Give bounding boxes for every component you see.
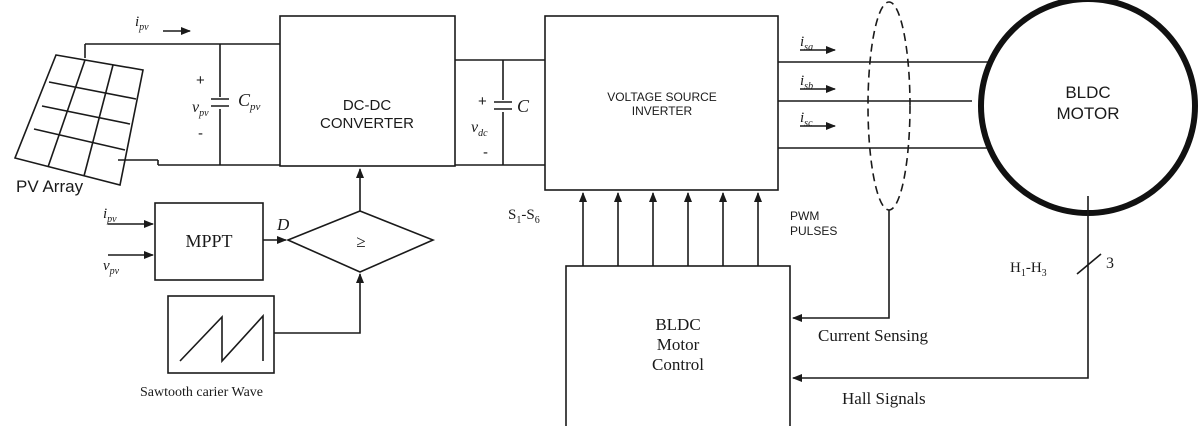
carrier-to-comparator-arrow xyxy=(274,273,364,334)
switches-label: S1-S6 xyxy=(508,207,540,226)
isb-label: isb xyxy=(800,73,813,92)
cpv-capacitor xyxy=(210,97,230,109)
control-title-line1: BLDC xyxy=(655,315,700,334)
hall-bus-slash xyxy=(1076,253,1102,275)
motor-title-line2: MOTOR xyxy=(1057,104,1120,123)
voltage-source-inverter-block xyxy=(544,15,779,191)
dc-link-cap-label: C xyxy=(517,96,530,116)
hall-signals-label: Hall Signals xyxy=(842,389,926,408)
sawtooth-wave xyxy=(179,313,264,364)
mppt-title: MPPT xyxy=(185,231,232,251)
motor-title-line1: BLDC xyxy=(1065,83,1110,102)
isc-label: isc xyxy=(800,110,813,129)
vsi-title-line2: INVERTER xyxy=(632,104,693,118)
cpv-label: Cpv xyxy=(238,90,261,113)
duty-label: D xyxy=(276,215,290,234)
dc-dc-title-line2: CONVERTER xyxy=(320,115,414,132)
dc-dc-title-line1: DC-DC xyxy=(343,97,391,114)
sawtooth-carrier-block xyxy=(167,295,275,374)
vpv-label: vpv xyxy=(192,99,209,119)
mppt-ipv-label: ipv xyxy=(103,206,117,225)
dc-link-capacitor xyxy=(493,100,513,112)
ipv-label: ipv xyxy=(135,14,149,33)
vsi-title-line1: VOLTAGE SOURCE xyxy=(607,90,717,104)
current-sensing-feedback xyxy=(792,210,890,322)
control-title-line3: Control xyxy=(652,355,704,374)
hall-range-label: H1-H3 xyxy=(1010,260,1047,279)
comparator-symbol: ≥ xyxy=(356,232,365,251)
dc-link-minus-sign: - xyxy=(483,144,488,161)
hall-signals-feedback xyxy=(792,196,1089,382)
cpv-minus-sign: - xyxy=(198,125,203,142)
mppt-block xyxy=(154,202,264,281)
pwm-label-line2: PULSES xyxy=(790,224,837,238)
pv-array-panel xyxy=(13,54,158,186)
dc-link-plus-sign: + xyxy=(478,93,487,110)
hall-count-label: 3 xyxy=(1106,255,1114,272)
sawtooth-label: Sawtooth carier Wave xyxy=(140,385,263,400)
comparator-block xyxy=(285,210,436,273)
mppt-vpv-label: vpv xyxy=(103,258,120,277)
vdc-label: vdc xyxy=(471,119,488,139)
dc-dc-converter-block xyxy=(279,15,456,167)
control-title-line2: Motor xyxy=(657,335,700,354)
current-sensing-label: Current Sensing xyxy=(818,326,929,345)
bldc-motor-control-block xyxy=(565,265,791,426)
current-sensor-ellipse xyxy=(867,1,911,211)
isa-label: isa xyxy=(800,34,813,53)
cpv-plus-sign: + xyxy=(196,72,205,89)
pv-array-label: PV Array xyxy=(16,177,84,196)
pwm-label-line1: PWM xyxy=(790,209,819,223)
